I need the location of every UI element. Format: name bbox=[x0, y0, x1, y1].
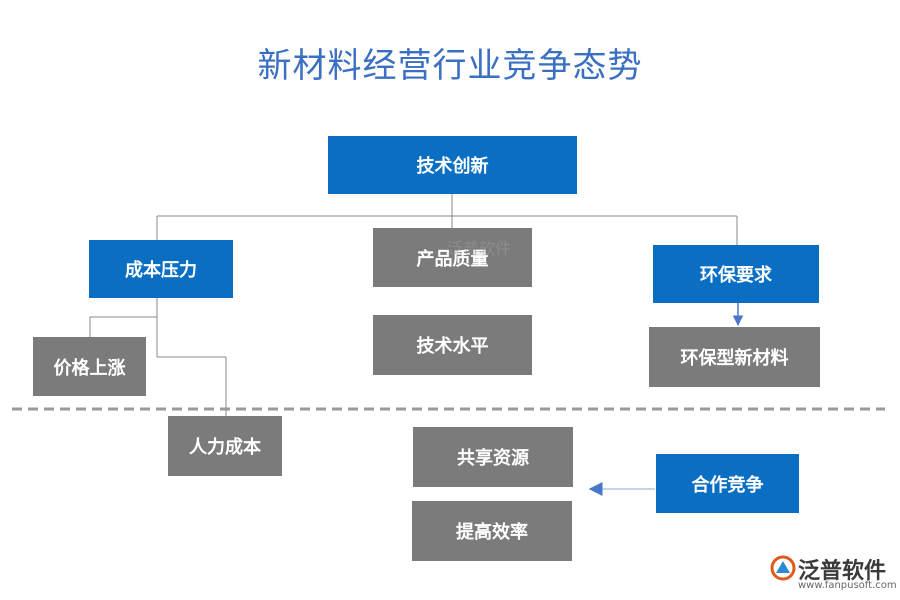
node-tech-level: 技术水平 bbox=[373, 315, 532, 375]
node-cooperation-competition: 合作竞争 bbox=[656, 454, 799, 513]
node-labor-cost: 人力成本 bbox=[168, 416, 282, 476]
diagram-title: 新材料经营行业竞争态势 bbox=[257, 46, 643, 86]
node-price-rise: 价格上涨 bbox=[33, 337, 146, 396]
node-improve-efficiency: 提高效率 bbox=[412, 501, 572, 561]
node-tech-innovation: 技术创新 bbox=[328, 136, 577, 194]
brand-logo-icon bbox=[770, 555, 796, 581]
brand-logo: 泛普软件 www.fanpusoft.com bbox=[770, 553, 897, 593]
brand-logo-url: www.fanpusoft.com bbox=[798, 580, 897, 591]
node-product-quality: 产品质量 bbox=[373, 228, 532, 287]
node-cost-pressure: 成本压力 bbox=[89, 240, 233, 298]
node-eco-materials: 环保型新材料 bbox=[649, 327, 820, 387]
node-env-requirements: 环保要求 bbox=[653, 245, 819, 303]
watermark-text: 泛普软件 bbox=[447, 239, 512, 258]
node-shared-resources: 共享资源 bbox=[413, 427, 573, 487]
brand-logo-name: 泛普软件 bbox=[798, 559, 887, 584]
